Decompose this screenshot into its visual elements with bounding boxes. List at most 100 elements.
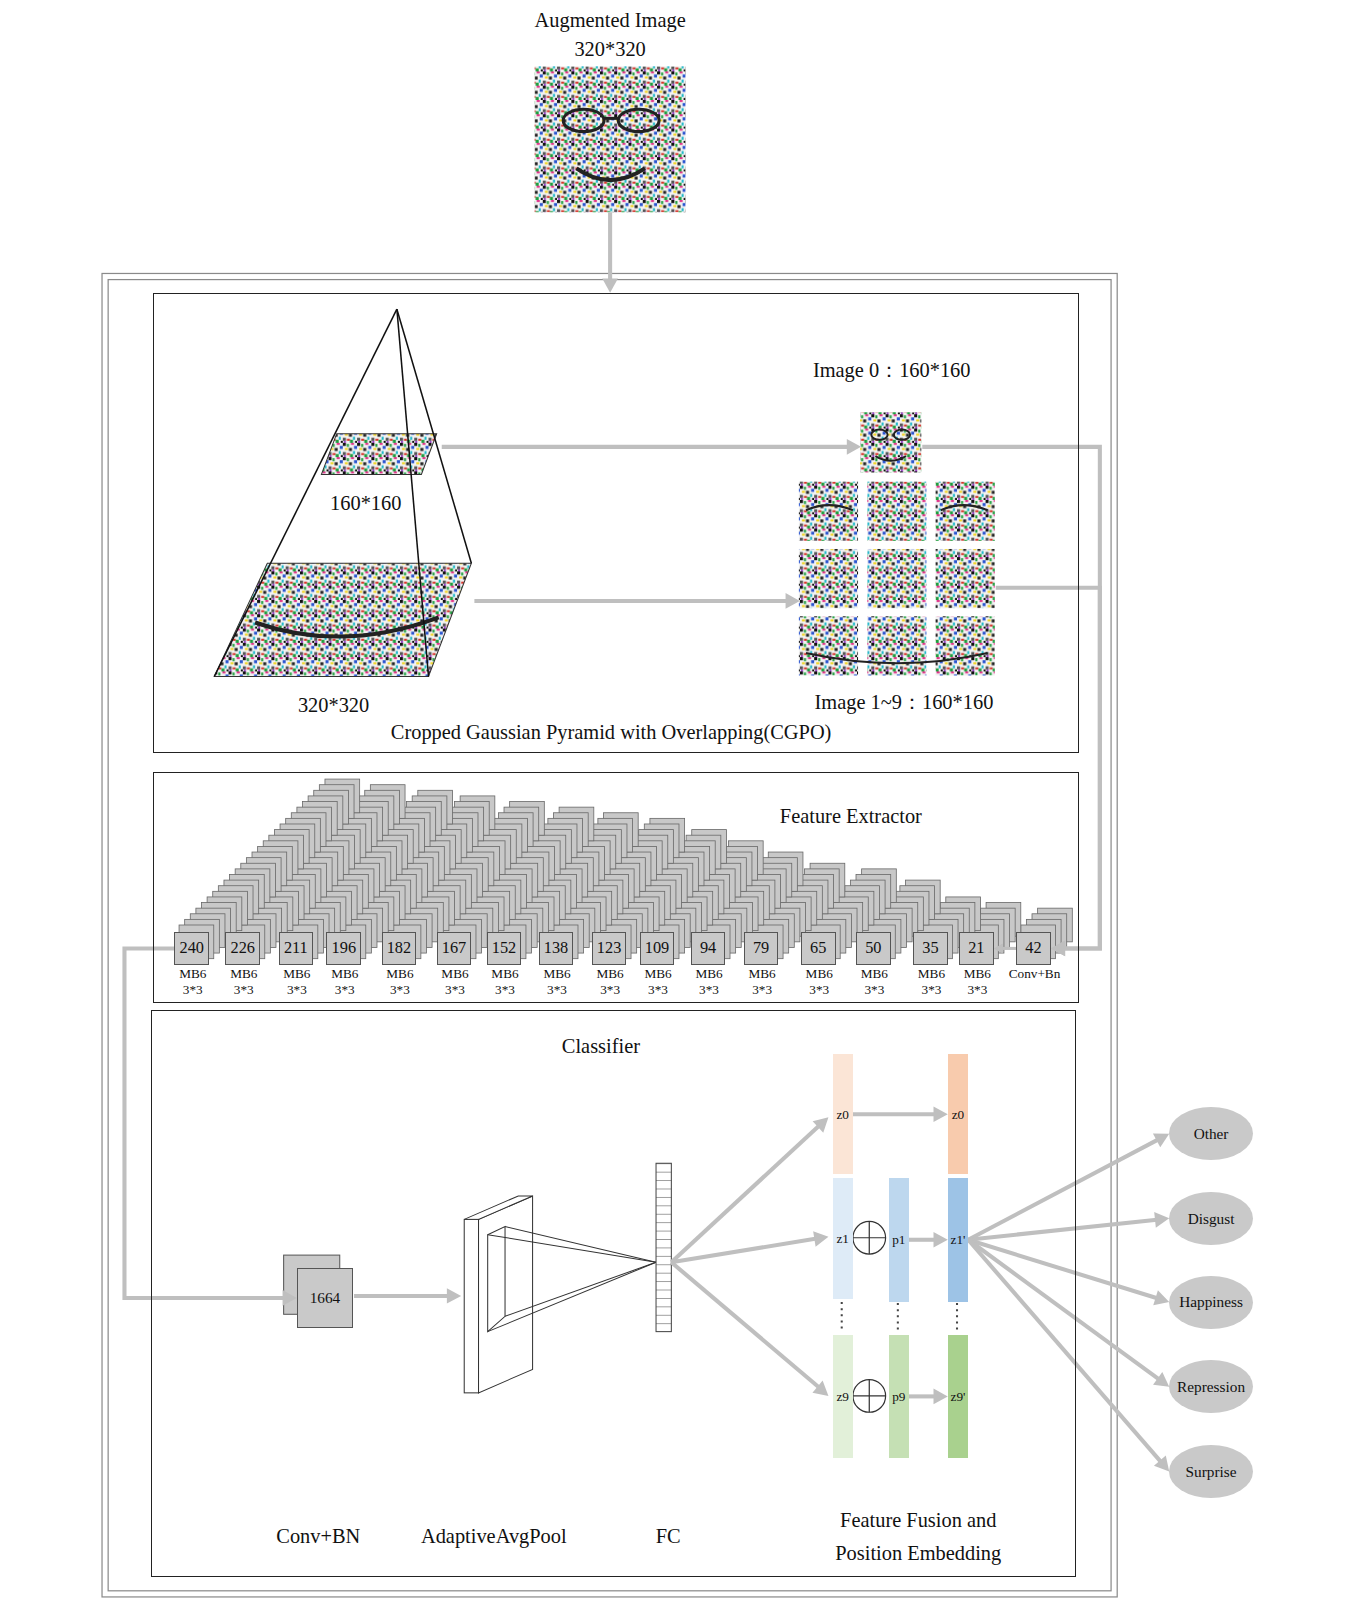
emotion-label: Surprise [1186, 1463, 1237, 1481]
arrow-head [847, 439, 861, 455]
ellipsis-dots [842, 1302, 957, 1332]
emotion-label: Happiness [1179, 1293, 1243, 1311]
block-caption: MB6 3*3 [380, 966, 421, 997]
emotion-ellipse: Happiness [1169, 1276, 1253, 1329]
layer-block: 21MB6 3*3 [959, 932, 994, 966]
block-caption: MB6 3*3 [172, 966, 213, 997]
text-holder: Conv+Bn [1002, 966, 1067, 981]
vector-label: z9' [951, 1389, 966, 1404]
layer-block: 94MB6 3*3 [691, 932, 726, 966]
crop-grid [799, 482, 995, 676]
outer-frame [102, 273, 1117, 1596]
layer-block: 79MB6 3*3 [744, 932, 779, 966]
connector-line [909, 1394, 938, 1398]
text-holder: MB6 3*3 [689, 966, 730, 997]
feature-vector: z9 [833, 1335, 853, 1458]
add-symbols [853, 1221, 886, 1412]
arrow-head [934, 1232, 948, 1248]
block-number: 196 [332, 939, 356, 958]
emotion-ellipse: Disgust [1169, 1192, 1253, 1245]
block-number: 35 [922, 939, 938, 958]
vector-label: z1' [951, 1232, 966, 1247]
block-caption: MB6 3*3 [911, 966, 952, 997]
block-number: 1664 [310, 1289, 341, 1307]
connector [968, 1212, 1169, 1240]
image-caption: Augmented Image 320*320 [518, 6, 702, 63]
connector-line [909, 1238, 938, 1242]
column-label: FC [638, 1520, 699, 1553]
text-holder: MB6 3*3 [276, 966, 317, 997]
text-holder: MB6 3*3 [742, 966, 783, 997]
block-caption: MB6 3*3 [537, 966, 578, 997]
outer-frame-inner [108, 280, 1111, 1591]
pool-arrow [354, 1288, 461, 1303]
panel-box: Feature Extractor240MB6 3*3226MB6 3*3211… [153, 772, 1079, 1003]
block-number: 211 [284, 939, 308, 958]
layer-block: 196MB6 3*3 [326, 932, 361, 966]
arrow-head [283, 1290, 297, 1306]
arrow-head [1154, 1455, 1169, 1471]
avgpool-shape [464, 1196, 656, 1393]
block-caption: Conv+Bn [1002, 966, 1067, 981]
panel-title: Cropped Gaussian Pyramid with Overlappin… [254, 721, 968, 744]
block-number: 167 [442, 939, 466, 958]
image-node: Image 0：160*160 [861, 413, 922, 473]
image-node: 320*320 [213, 562, 474, 679]
emotion-label: Disgust [1188, 1210, 1235, 1228]
vector-label: z9 [836, 1389, 849, 1404]
layer-block: 123MB6 3*3 [592, 932, 627, 966]
connector-line [996, 588, 1100, 949]
text-holder: Feature Extractor [728, 805, 973, 828]
fc-arrows [671, 1117, 828, 1396]
block-caption: MB6 3*3 [485, 966, 526, 997]
image-caption: Image 0：160*160 [769, 359, 1014, 382]
layer-block: 226MB6 3*3 [225, 932, 260, 966]
layer-block: 1664 [297, 1268, 353, 1327]
text-holder: MB6 3*3 [380, 966, 421, 997]
image-node: Augmented Image 320*320 [535, 66, 686, 212]
image-node: Image 1~9：160*160 [800, 483, 996, 677]
arrow-head [994, 943, 1003, 953]
layer-block: 152MB6 3*3 [487, 932, 522, 966]
block-caption: MB6 3*3 [742, 966, 783, 997]
block-number: 226 [231, 939, 255, 958]
text-holder: MB6 3*3 [590, 966, 631, 997]
image-caption: Image 1~9：160*160 [782, 691, 1027, 714]
connector-line [608, 212, 612, 283]
block-caption: MB6 3*3 [957, 966, 998, 997]
connector-line [968, 1240, 1159, 1299]
image-caption: 160*160 [310, 492, 422, 515]
text-holder: Image 1~9：160*160 [782, 691, 1027, 714]
layer-block: 42Conv+Bn [1016, 932, 1051, 966]
feature-vector: z1 [833, 1178, 853, 1299]
text-holder: MB6 3*3 [435, 966, 476, 997]
text-holder: Image 0：160*160 [769, 359, 1014, 382]
connector [853, 1106, 948, 1122]
feature-vector: p1 [889, 1178, 909, 1302]
block-number: 65 [810, 939, 826, 958]
arrow-head [1153, 1290, 1169, 1305]
text-holder: Augmented Image 320*320 [518, 6, 702, 63]
block-caption: MB6 3*3 [799, 966, 840, 997]
connector-line [968, 1240, 1161, 1381]
feature-vector: z0 [833, 1054, 853, 1174]
emotion-ellipse: Surprise [1169, 1445, 1253, 1498]
connector-line [442, 445, 851, 449]
panel-title: Feature Extractor [776, 805, 926, 828]
image-caption: 320*320 [277, 694, 389, 717]
text-holder: MB6 3*3 [957, 966, 998, 997]
block-number: 182 [387, 939, 411, 958]
arrow-head [1153, 1133, 1169, 1147]
block-number: 79 [753, 939, 769, 958]
block-number: 138 [544, 939, 568, 958]
layer-block: 35MB6 3*3 [913, 932, 948, 966]
layer-block: 65MB6 3*3 [801, 932, 836, 966]
block-caption: MB6 3*3 [689, 966, 730, 997]
text-holder: MB6 3*3 [911, 966, 952, 997]
text-holder: Conv+BN [247, 1520, 390, 1553]
block-caption: MB6 3*3 [276, 966, 317, 997]
connector-line [968, 1138, 1160, 1239]
vector-label: z0 [836, 1107, 849, 1122]
